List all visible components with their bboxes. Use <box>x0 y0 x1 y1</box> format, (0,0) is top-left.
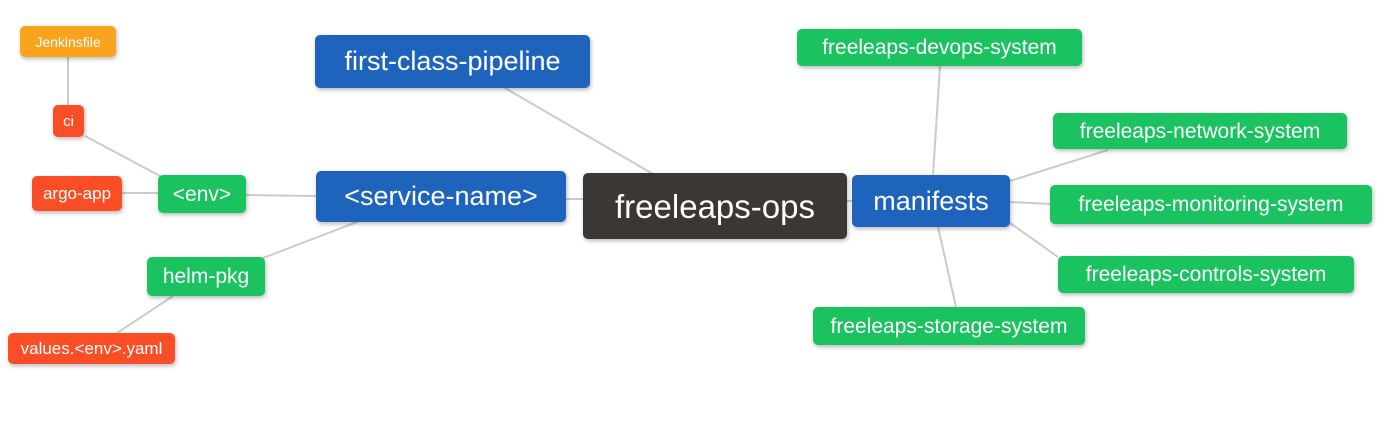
mindmap-node-monitoring-system[interactable]: freeleaps-monitoring-system <box>1050 185 1372 224</box>
edge-manifests-to-storage-system <box>937 226 957 308</box>
mindmap-node-controls-system[interactable]: freeleaps-controls-system <box>1058 256 1354 293</box>
edge-manifests-to-monitoring-system <box>1009 201 1051 205</box>
mindmap-node-jenkinsfile[interactable]: Jenkinsfile <box>20 26 116 57</box>
mindmap-node-devops-system[interactable]: freeleaps-devops-system <box>797 29 1082 66</box>
mindmap-node-argo-app[interactable]: argo-app <box>32 176 122 211</box>
mindmap-node-values-env-yaml[interactable]: values.<env>.yaml <box>8 333 175 364</box>
edge-manifests-to-controls-system <box>1009 222 1059 258</box>
edge-helm-pkg-to-values-env-yaml <box>116 295 174 334</box>
mindmap-node-freeleaps-ops[interactable]: freeleaps-ops <box>583 173 847 239</box>
mindmap-node-service-name[interactable]: <service-name> <box>316 171 566 222</box>
edge-service-name-to-helm-pkg <box>262 221 358 259</box>
edge-manifests-to-devops-system <box>932 65 941 176</box>
mindmap-node-ci[interactable]: ci <box>53 105 84 137</box>
edge-ci-to-env <box>84 135 161 177</box>
mindmap-node-storage-system[interactable]: freeleaps-storage-system <box>813 307 1085 345</box>
mindmap-node-env[interactable]: <env> <box>158 175 246 213</box>
mindmap-node-helm-pkg[interactable]: helm-pkg <box>147 257 265 296</box>
mindmap-node-first-class-pipeline[interactable]: first-class-pipeline <box>315 35 590 88</box>
edge-first-class-pipeline-to-freeleaps-ops <box>504 87 654 175</box>
mindmap-node-network-system[interactable]: freeleaps-network-system <box>1053 113 1347 149</box>
edge-env-to-service-name <box>245 194 317 197</box>
mindmap-node-manifests[interactable]: manifests <box>852 175 1010 227</box>
edge-manifests-to-network-system <box>1009 149 1109 182</box>
